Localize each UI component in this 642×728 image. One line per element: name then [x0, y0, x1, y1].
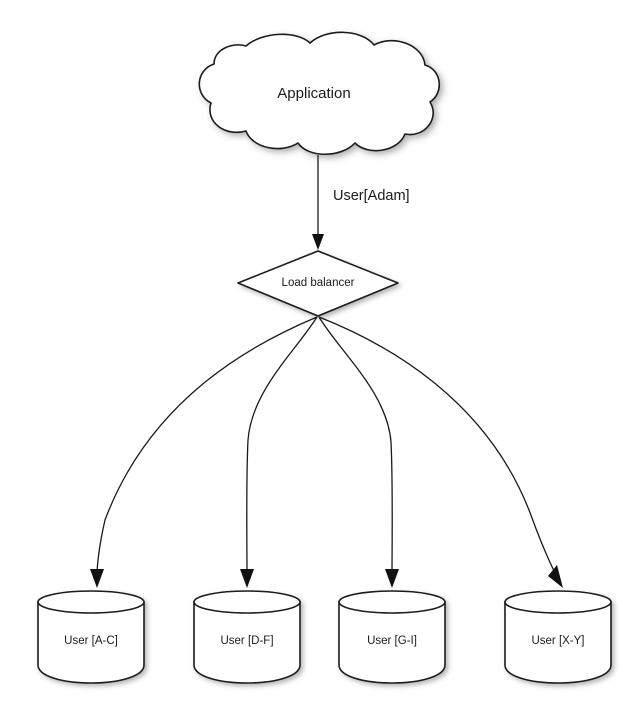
edge-lb-to-db4-arrowhead [548, 565, 563, 588]
database-label-user-a-c: User [A-C] [64, 635, 118, 647]
edge-lb-to-db3 [318, 316, 399, 588]
edge-lb-to-db1 [90, 316, 318, 588]
edge-lb-to-db4 [318, 316, 563, 588]
edge-lb-to-db1-curve [96, 316, 318, 577]
edge-lb-to-db4-curve [318, 316, 559, 579]
node-database-user-g-i[interactable]: User [G-I] [338, 590, 446, 684]
edge-lb-to-db2 [240, 316, 318, 588]
node-database-user-a-c[interactable]: User [A-C] [37, 590, 145, 684]
node-database-user-x-y[interactable]: User [X-Y] [504, 590, 612, 684]
application-label: Application [277, 85, 350, 102]
load-balancer-shape [237, 250, 399, 317]
edge-app-to-load-balancer: User[Adam] [312, 155, 410, 250]
node-database-user-d-f[interactable]: User [D-F] [193, 590, 301, 684]
database-label-user-g-i: User [G-I] [367, 635, 417, 647]
edge-app-to-lb-arrowhead [312, 234, 324, 250]
database-label-user-d-f: User [D-F] [220, 635, 273, 647]
edge-label-user-adam: User[Adam] [333, 188, 410, 204]
database-label-user-x-y: User [X-Y] [531, 635, 584, 647]
edge-lb-to-db2-arrowhead [240, 569, 254, 588]
edge-lb-to-db3-curve [318, 316, 393, 577]
edge-lb-to-db3-arrowhead [385, 569, 399, 588]
load-balancer-label: Load balancer [282, 277, 355, 289]
node-load-balancer-diamond[interactable]: Load balancer [237, 250, 399, 317]
edge-lb-to-db1-arrowhead [90, 569, 104, 588]
node-application-cloud[interactable]: Application [198, 31, 440, 155]
edge-lb-to-db2-curve [246, 316, 318, 577]
